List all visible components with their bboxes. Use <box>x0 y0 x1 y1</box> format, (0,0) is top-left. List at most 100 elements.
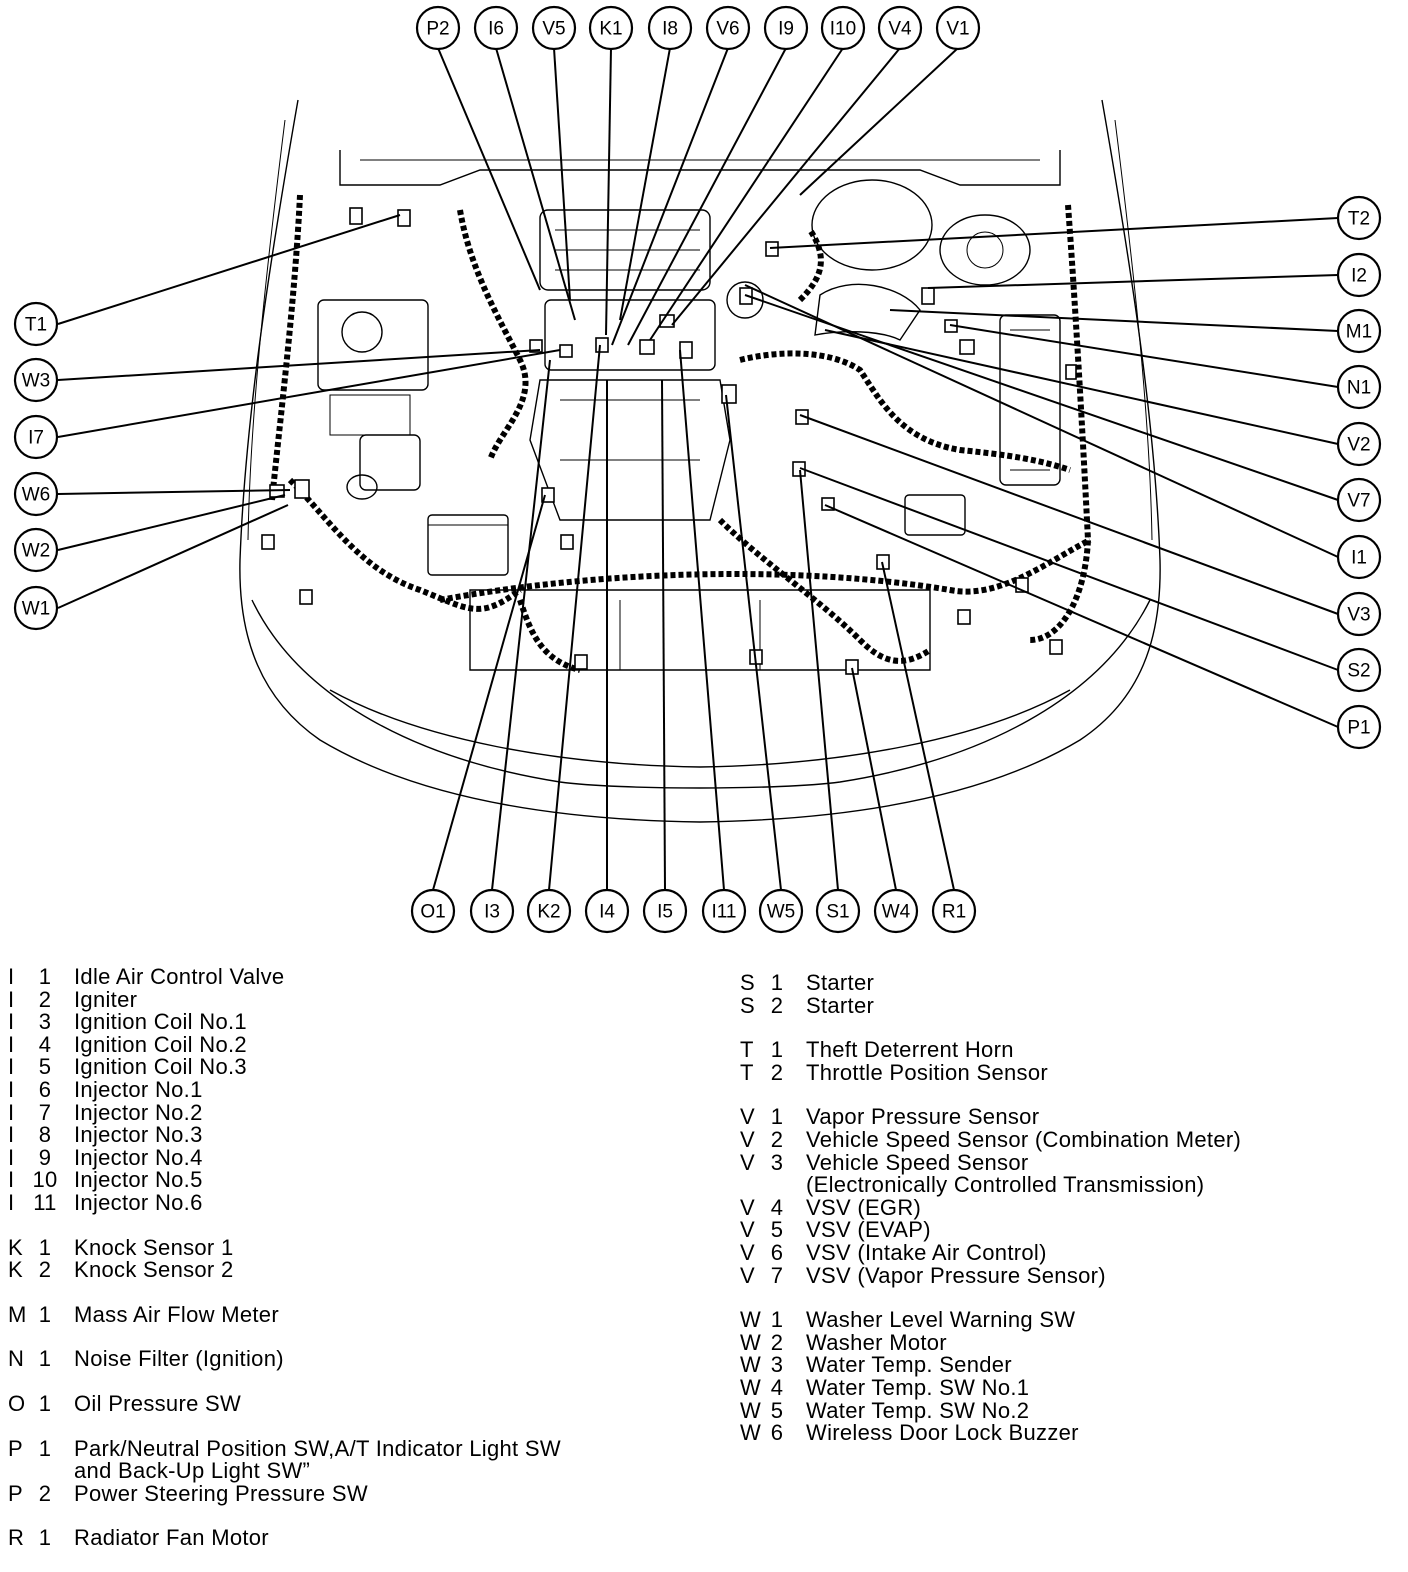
callout-v1: V1 <box>935 5 981 51</box>
callout-i2: I2 <box>1336 252 1382 298</box>
legend-description: Injector No.4 <box>74 1144 203 1170</box>
legend-description: VSV (Intake Air Control) <box>806 1239 1047 1265</box>
legend-description: Injector No.3 <box>74 1122 203 1148</box>
callout-k1: K1 <box>588 5 634 51</box>
callout-circle <box>588 5 634 51</box>
connector-markers <box>261 207 1077 675</box>
callout-label: V5 <box>542 19 565 40</box>
legend-code-letter: V <box>740 1149 755 1175</box>
legend-description: Starter <box>806 992 875 1018</box>
callout-circle <box>763 5 809 51</box>
legend-code-number: 8 <box>38 1122 52 1148</box>
callout-label: W6 <box>22 485 51 506</box>
callout-v4: V4 <box>877 5 923 51</box>
callout-label: I4 <box>599 902 615 923</box>
legend-code-letter: T <box>740 1037 754 1063</box>
legend-code-number: 2 <box>770 992 784 1018</box>
callout-circle <box>1336 704 1382 750</box>
callout-label: I2 <box>1351 266 1367 287</box>
legend-description: Mass Air Flow Meter <box>74 1301 279 1327</box>
callout-label: K2 <box>537 902 560 923</box>
callout-label: V1 <box>946 19 969 40</box>
legend-code-letter: W <box>740 1374 762 1400</box>
legend-description: Radiator Fan Motor <box>74 1525 269 1551</box>
legend-description: Vehicle Speed Sensor (Combination Meter) <box>806 1126 1242 1152</box>
legend-code-letter: W <box>740 1420 762 1446</box>
callout-label: V6 <box>716 19 739 40</box>
legend-code-letter: K <box>8 1257 23 1283</box>
callout-circle <box>13 527 59 573</box>
callout-label: O1 <box>420 902 445 923</box>
callout-i4: I4 <box>584 888 630 934</box>
legend-description: Injector No.5 <box>74 1167 203 1193</box>
callout-circle <box>1336 364 1382 410</box>
legend-code-number: 7 <box>38 1099 52 1125</box>
legend-code-letter: V <box>740 1126 755 1152</box>
callout-m1: M1 <box>1336 308 1382 354</box>
legend-code-letter: I <box>8 1122 15 1148</box>
callout-label: I3 <box>484 902 500 923</box>
legend-code-number: 6 <box>38 1076 52 1102</box>
callout-label: W3 <box>22 371 51 392</box>
legend-description: Washer Motor <box>806 1329 947 1355</box>
callout-label: T2 <box>1348 209 1370 230</box>
callout-label: P1 <box>1347 718 1370 739</box>
legend-code-letter: I <box>8 986 15 1012</box>
legend-code-letter: I <box>8 1076 15 1102</box>
legend-code-number: 5 <box>770 1397 784 1423</box>
legend-description: Wireless Door Lock Buzzer <box>806 1420 1079 1446</box>
legend-code-letter: V <box>740 1239 755 1265</box>
legend-description: Water Temp. SW No.2 <box>806 1397 1030 1423</box>
callout-label: V7 <box>1347 491 1370 512</box>
callout-circle <box>931 888 977 934</box>
callout-circle <box>642 888 688 934</box>
callout-circle <box>873 888 919 934</box>
legend-code-letter: W <box>740 1397 762 1423</box>
legend-code-letter: I <box>8 1189 15 1215</box>
legend-code-letter: V <box>740 1194 755 1220</box>
legend-code-letter: I <box>8 964 15 989</box>
callout-circle <box>1336 195 1382 241</box>
callout-label: V3 <box>1347 605 1370 626</box>
callout-i8: I8 <box>647 5 693 51</box>
legend-code-number: 3 <box>38 1009 52 1035</box>
legend-code-number: 1 <box>38 1346 52 1372</box>
callout-circle <box>13 301 59 347</box>
callout-w6: W6 <box>13 471 59 517</box>
legend-code-letter: I <box>8 1144 15 1170</box>
legend-code-number: 1 <box>770 1104 784 1130</box>
legend-code-number: 7 <box>770 1262 784 1288</box>
legend-description: Ignition Coil No.3 <box>74 1054 247 1080</box>
callout-s2: S2 <box>1336 647 1382 693</box>
legend-row: (Electronically Controlled Transmission) <box>740 1174 1400 1197</box>
callout-w1: W1 <box>13 585 59 631</box>
callout-circle <box>13 414 59 460</box>
callout-circle <box>820 5 866 51</box>
callout-circle <box>531 5 577 51</box>
callout-circle <box>1336 647 1382 693</box>
legend-code-number: 1 <box>38 964 52 989</box>
leader-lines <box>57 47 1339 891</box>
callout-circle <box>1336 308 1382 354</box>
callout-label: N1 <box>1347 378 1371 399</box>
legend-code-number: 3 <box>770 1352 784 1378</box>
callout-label: P2 <box>426 19 449 40</box>
